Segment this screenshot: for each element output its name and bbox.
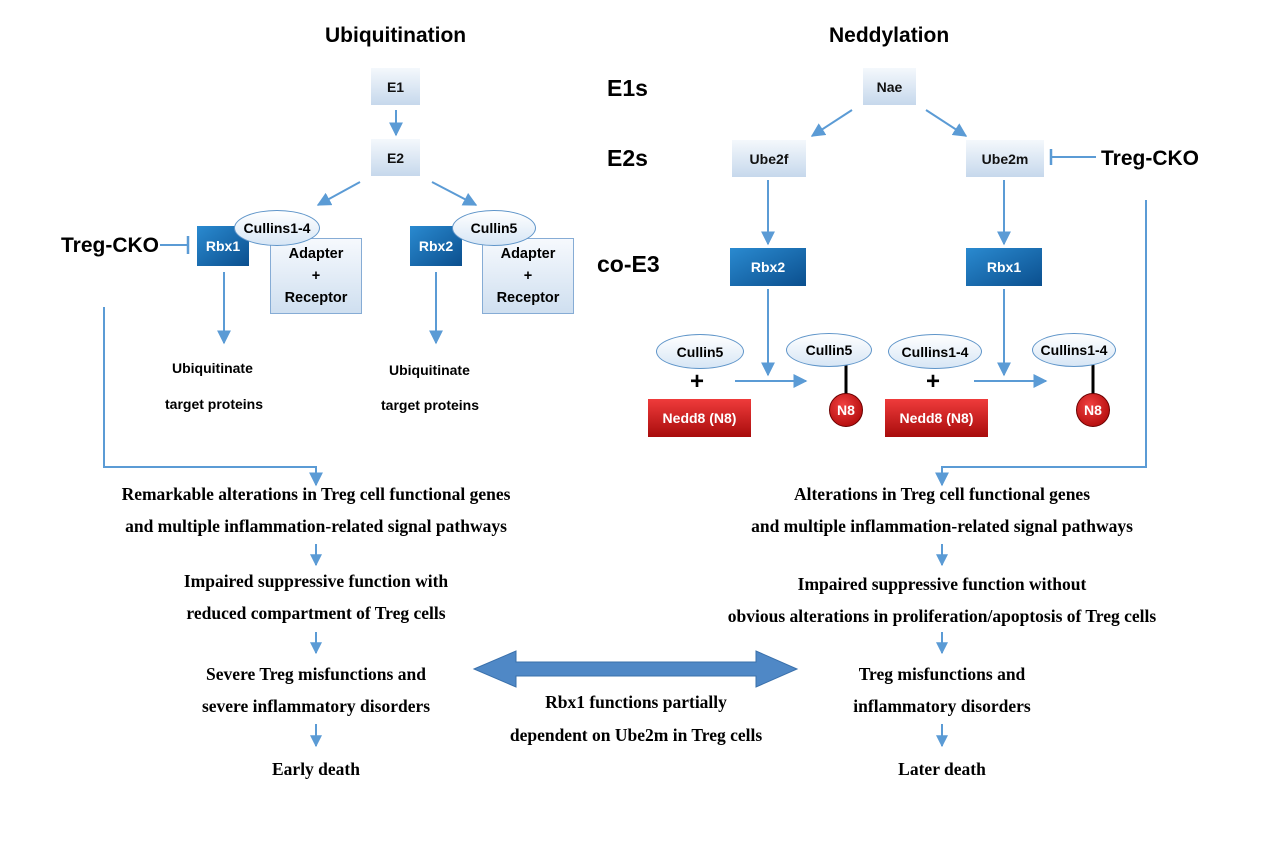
- ube2m-box: Ube2m: [966, 140, 1044, 177]
- arrow-nae-ube2m: [925, 109, 968, 137]
- title-ubiquitination: Ubiquitination: [325, 24, 467, 47]
- cullin5-ellipse-ubiq: Cullin5: [452, 210, 536, 246]
- cullin5-ellipse-substrate: Cullin5: [656, 334, 744, 369]
- line-right-cko-to-outcomes: [935, 200, 1147, 487]
- plus-text: +: [311, 268, 321, 284]
- adapter-text: Adapter: [288, 246, 344, 262]
- arrow-nae-ube2f: [810, 109, 853, 137]
- right-outcome-3-line-2: inflammatory disorders: [853, 696, 1031, 716]
- right-outcome-2-line-2: obvious alterations in proliferation/apo…: [727, 606, 1157, 626]
- line-left-cko-to-outcomes: [103, 307, 323, 487]
- cullins1-4-ellipse-substrate: Cullins1-4: [888, 334, 982, 369]
- plus-sign-left: +: [690, 368, 705, 395]
- left-outcome-3-line-2: severe inflammatory disorders: [201, 696, 431, 716]
- arrow-e2-branch1: [316, 181, 361, 206]
- right-outcome-1-line-2: and multiple inflammation-related signal…: [751, 516, 1133, 536]
- rbx2-box-nedd: Rbx2: [730, 248, 806, 286]
- stage-label-e1s: E1s: [607, 75, 648, 101]
- left-outcome-2-line-2: reduced compartment of Treg cells: [186, 603, 446, 623]
- e1-box: E1: [371, 68, 420, 105]
- nae-box: Nae: [863, 68, 916, 105]
- title-neddylation: Neddylation: [829, 24, 950, 47]
- e2-box: E2: [371, 139, 420, 176]
- nedd8-box-left: Nedd8 (N8): [648, 399, 751, 437]
- link-text-line-2: dependent on Ube2m in Treg cells: [509, 725, 763, 745]
- arrow-e2-branch2: [431, 181, 478, 206]
- left-outcome-3-line-1: Severe Treg misfunctions and: [206, 664, 426, 684]
- left-outcome-2-line-1: Impaired suppressive function with: [183, 571, 449, 591]
- plus-sign-right: +: [926, 368, 941, 395]
- left-outcome-1-line-1: Remarkable alterations in Treg cell func…: [121, 484, 511, 504]
- nedd8-box-right: Nedd8 (N8): [885, 399, 988, 437]
- cullins1-4-ellipse-ubiq: Cullins1-4: [234, 210, 320, 246]
- cullin5-ellipse-product: Cullin5: [786, 333, 872, 367]
- target-proteins-label-2: target proteins: [381, 397, 480, 413]
- right-outcome-1-line-1: Alterations in Treg cell functional gene…: [793, 484, 1091, 504]
- adapter-receptor-box-1: Adapter + Receptor: [270, 238, 362, 314]
- ube2f-box: Ube2f: [732, 140, 806, 177]
- treg-cko-label-right: Treg-CKO: [1101, 147, 1200, 170]
- left-outcome-1-line-2: and multiple inflammation-related signal…: [125, 516, 507, 536]
- receptor-text: Receptor: [496, 290, 560, 306]
- n8-circle-right: N8: [1076, 393, 1110, 427]
- left-outcome-4: Early death: [272, 759, 360, 779]
- plus-text: +: [523, 268, 533, 284]
- right-outcome-4: Later death: [898, 759, 986, 779]
- n8-circle-left: N8: [829, 393, 863, 427]
- stage-label-e2s: E2s: [607, 145, 648, 171]
- adapter-text: Adapter: [500, 246, 556, 262]
- adapter-receptor-box-2: Adapter + Receptor: [482, 238, 574, 314]
- double-arrow: [472, 650, 799, 688]
- stage-label-coe3: co-E3: [597, 251, 660, 277]
- target-proteins-label-1: target proteins: [165, 396, 264, 412]
- ubiquitinate-label-2: Ubiquitinate: [389, 362, 470, 378]
- treg-cko-label-left: Treg-CKO: [61, 234, 160, 257]
- right-outcome-3-line-1: Treg misfunctions and: [858, 664, 1026, 684]
- link-text-line-1: Rbx1 functions partially: [545, 692, 727, 712]
- ubiquitinate-label-1: Ubiquitinate: [172, 360, 253, 376]
- cullins1-4-ellipse-product: Cullins1-4: [1032, 333, 1116, 367]
- rbx1-box-nedd: Rbx1: [966, 248, 1042, 286]
- receptor-text: Receptor: [284, 290, 348, 306]
- right-outcome-2-line-1: Impaired suppressive function without: [797, 574, 1087, 594]
